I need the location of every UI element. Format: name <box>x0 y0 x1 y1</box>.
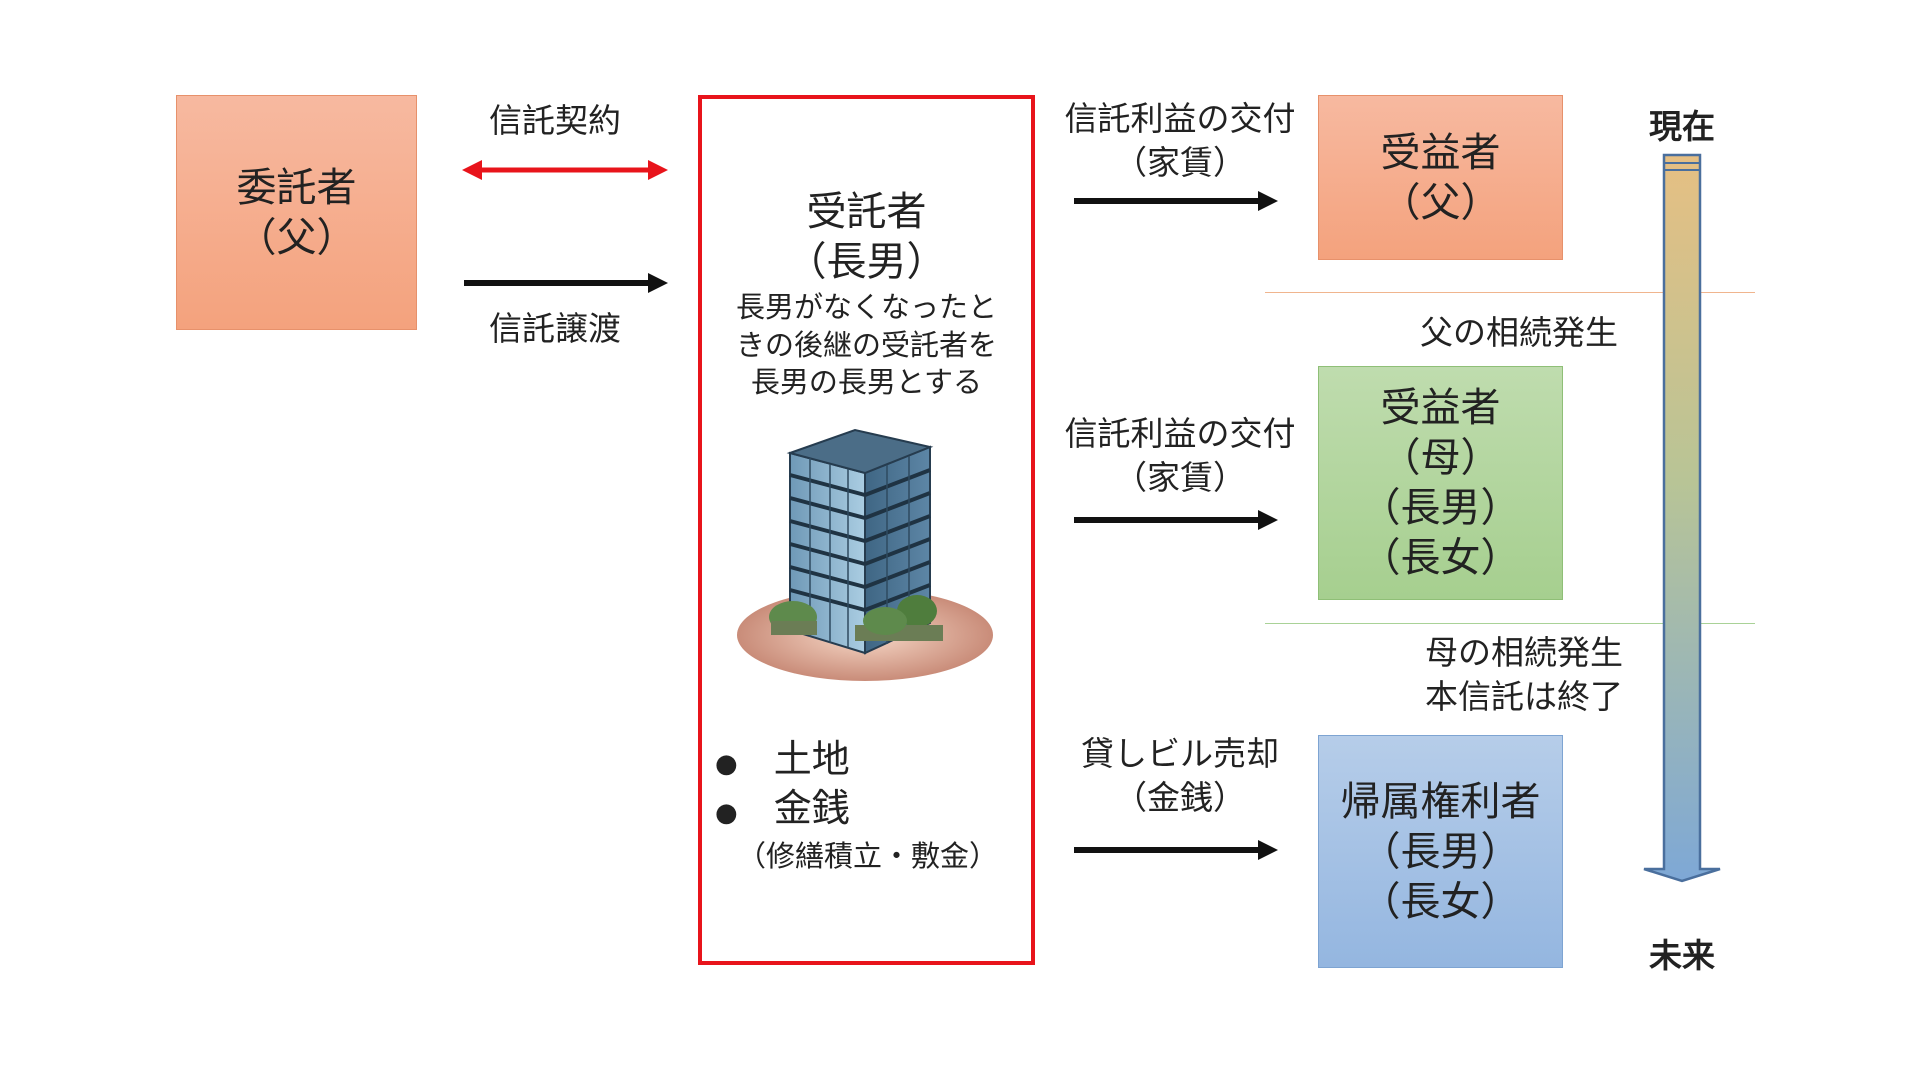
box-line: （長男） <box>1360 485 1521 531</box>
flow-arrow <box>1074 840 1278 860</box>
asset-item: ●土地 <box>715 737 850 781</box>
successor-note: 長男がなくなったと きの後継の受託者を 長男の長男とする <box>736 289 997 402</box>
box-line: （長女） <box>1360 535 1521 581</box>
trust-termination-label: 本信託は終了 <box>1425 677 1623 716</box>
timeline-present-label: 現在 <box>1649 107 1715 146</box>
settlor-name: （父） <box>236 214 357 261</box>
mother-event-divider <box>1265 623 1755 624</box>
flow-label: 貸しビル売却 <box>1081 734 1279 773</box>
trustee-title: 受託者 <box>806 189 927 235</box>
box-line: 受益者 <box>1380 129 1501 176</box>
asset-list: ●土地 ●金銭 <box>715 735 850 834</box>
successor-note-line: きの後継の受託者を <box>735 327 997 362</box>
father-inheritance-label: 父の相続発生 <box>1420 313 1618 352</box>
flow-arrow <box>1074 510 1278 530</box>
box-line: （母） <box>1380 435 1501 481</box>
beneficiary-father-box: 受益者 （父） <box>1318 95 1563 260</box>
settlor-title: 委託者 <box>236 164 357 211</box>
asset-item: ●金銭 <box>715 786 850 831</box>
trustee-box: 受託者 （長男） 長男がなくなったと きの後継の受託者を 長男の長男とする <box>698 95 1035 965</box>
trustee-name: （長男） <box>786 239 947 285</box>
timeline-arrow <box>1643 153 1721 883</box>
box-line: （父） <box>1380 179 1501 226</box>
asset-label: 金銭 <box>773 786 850 831</box>
flow-sublabel: （金銭） <box>1114 778 1246 817</box>
contract-double-arrow <box>462 160 668 180</box>
asset-label: 土地 <box>773 737 850 781</box>
successor-note-line: 長男がなくなったと <box>735 290 997 324</box>
residual-beneficiary-box: 帰属権利者 （長男） （長女） <box>1318 735 1563 968</box>
mother-inheritance-label: 母の相続発生 <box>1425 633 1623 672</box>
settlor-box: 委託者 （父） <box>176 95 417 330</box>
flow-arrow <box>1074 191 1278 211</box>
assets-note: （修繕積立・敷金） <box>736 839 998 873</box>
flow-label: 信託利益の交付 <box>1064 414 1296 453</box>
flow-label: 信託利益の交付 <box>1064 99 1296 138</box>
father-event-divider <box>1265 292 1755 293</box>
box-line: （長男） <box>1360 828 1521 875</box>
office-building-icon <box>737 428 993 681</box>
box-line: 受益者 <box>1380 385 1501 431</box>
flow-sublabel: （家賃） <box>1114 458 1246 497</box>
contract-label: 信託契約 <box>489 101 621 140</box>
transfer-label: 信託譲渡 <box>489 309 621 348</box>
box-line: （長女） <box>1360 878 1521 925</box>
flow-sublabel: （家賃） <box>1114 143 1246 182</box>
box-line: 帰属権利者 <box>1340 778 1541 825</box>
successor-note-line: 長男の長男とする <box>750 365 983 400</box>
transfer-arrow <box>464 273 668 293</box>
timeline-future-label: 未来 <box>1649 936 1715 975</box>
beneficiary-family-box: 受益者 （母） （長男） （長女） <box>1318 366 1563 600</box>
